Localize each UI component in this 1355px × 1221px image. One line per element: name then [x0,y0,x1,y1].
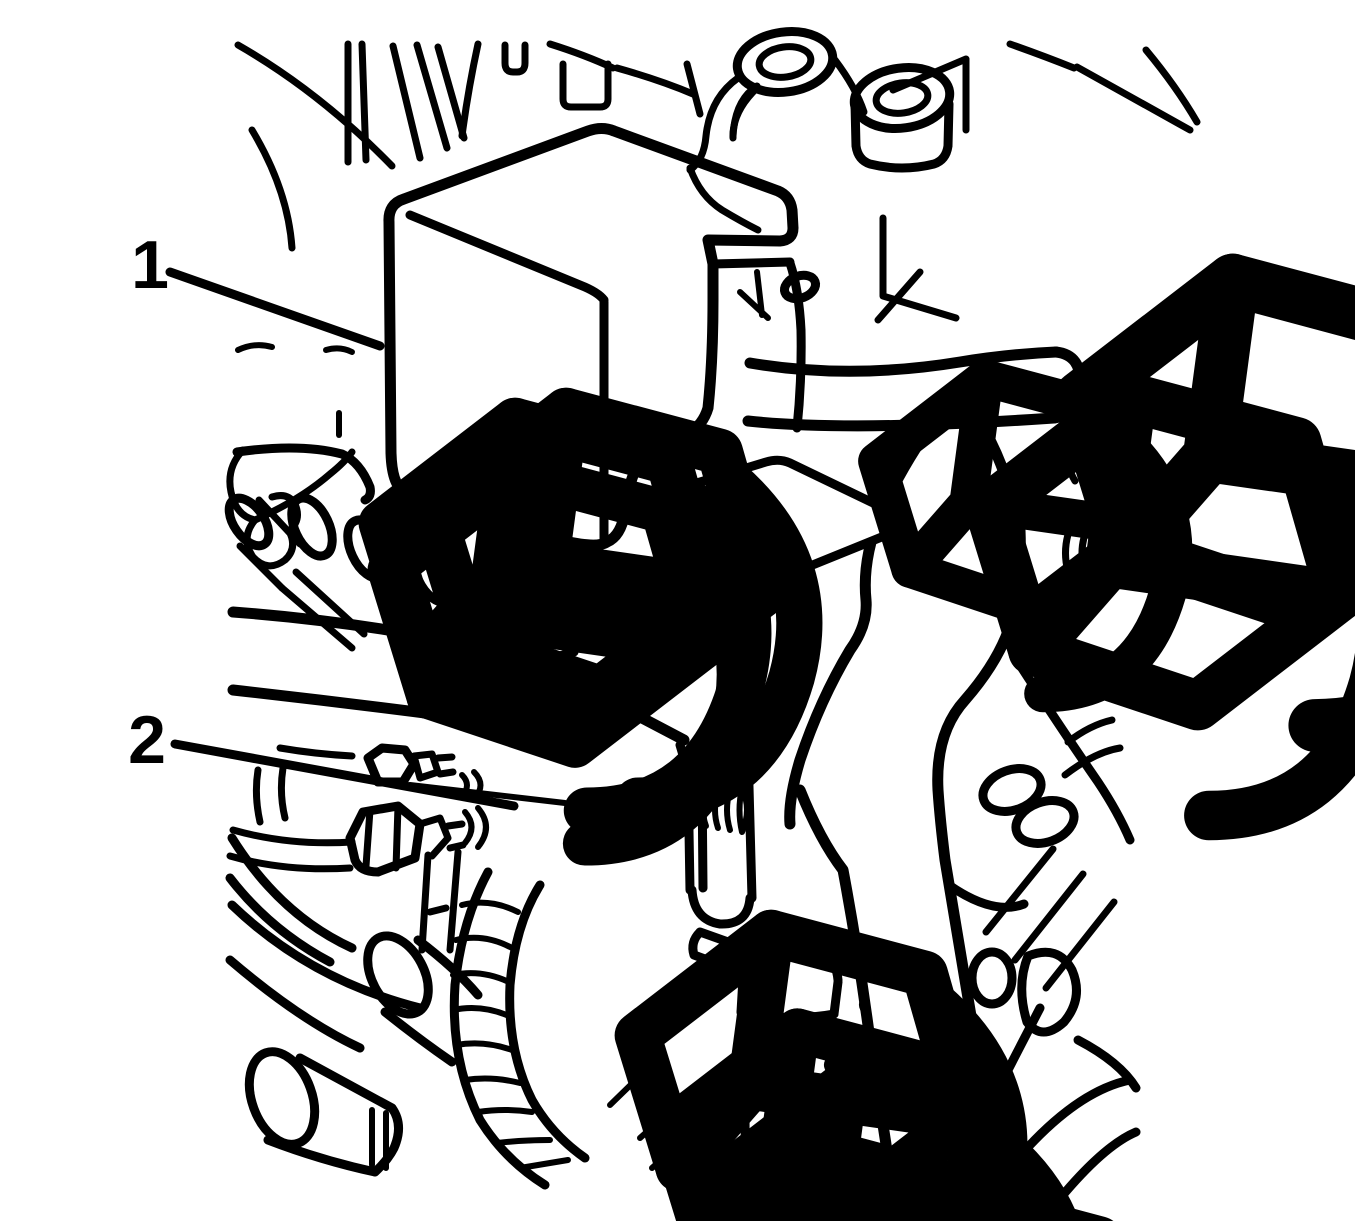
boss-ring [732,27,838,97]
callout-2-leader [170,739,519,811]
cover-flap [708,257,795,269]
boss-hole [872,79,932,117]
engine-block-hatching [234,40,1201,438]
corrugated-hose [449,867,590,1190]
stub-cylinder-cap [224,493,274,551]
transmission-case [823,419,1141,1221]
sweep-arcs [225,833,425,1053]
case-round-hole [967,947,1017,1009]
pipe-fittings [226,743,568,954]
panel-hole [287,493,337,561]
mounting-bracket [686,27,955,234]
callout-2-label: 2 [128,702,166,778]
cover-right-edge [785,258,806,433]
case-boss [1011,796,1079,848]
callout-1-leader [165,267,385,351]
callouts: 1 2 [128,227,519,811]
cylinder-cap [363,931,433,1019]
case-opening [1017,947,1081,1037]
callout-1-label: 1 [131,227,169,303]
boss-ring [849,63,955,133]
washer [780,270,820,304]
case-boss [978,764,1046,816]
cylinder-cap [244,1047,320,1149]
boss-hole [755,43,815,81]
union-fitting-lower [226,801,489,877]
